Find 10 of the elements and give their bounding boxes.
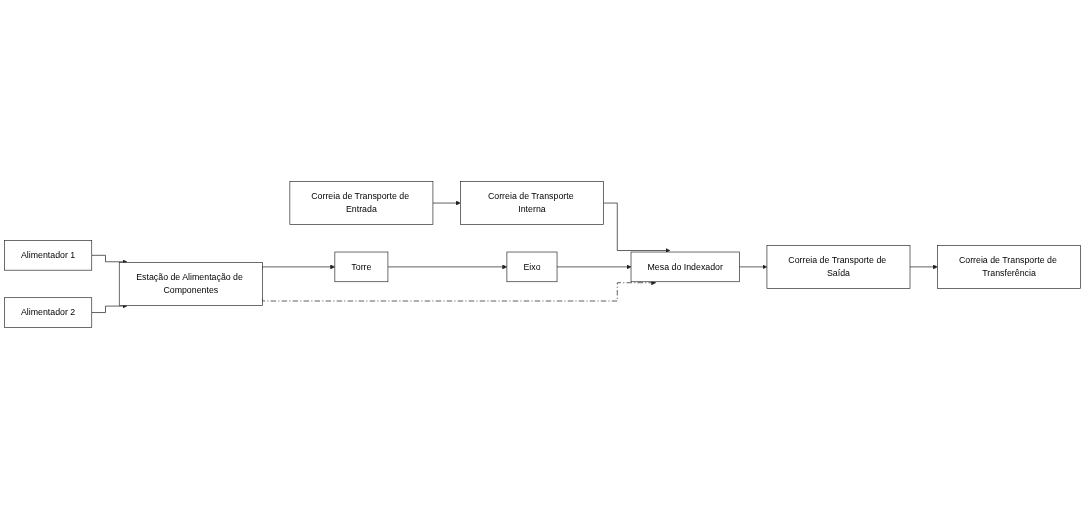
node-box: Correia de Transporte de Entrada (289, 181, 434, 225)
node-box: Mesa do Indexador (630, 251, 740, 283)
node-box: Alimentador 1 (4, 240, 93, 271)
node-box: Alimentador 2 (4, 297, 93, 328)
node-box: Torre (334, 251, 389, 283)
node-box: Eixo (506, 251, 558, 283)
node-box: Estação de Alimentação de Componentes (118, 262, 263, 306)
node-box: Correia de Transporte de Saída (766, 245, 911, 289)
node-box: Correia de Transporte de Transferência (937, 245, 1081, 289)
node-box: Correia de Transporte Interna (460, 181, 604, 225)
